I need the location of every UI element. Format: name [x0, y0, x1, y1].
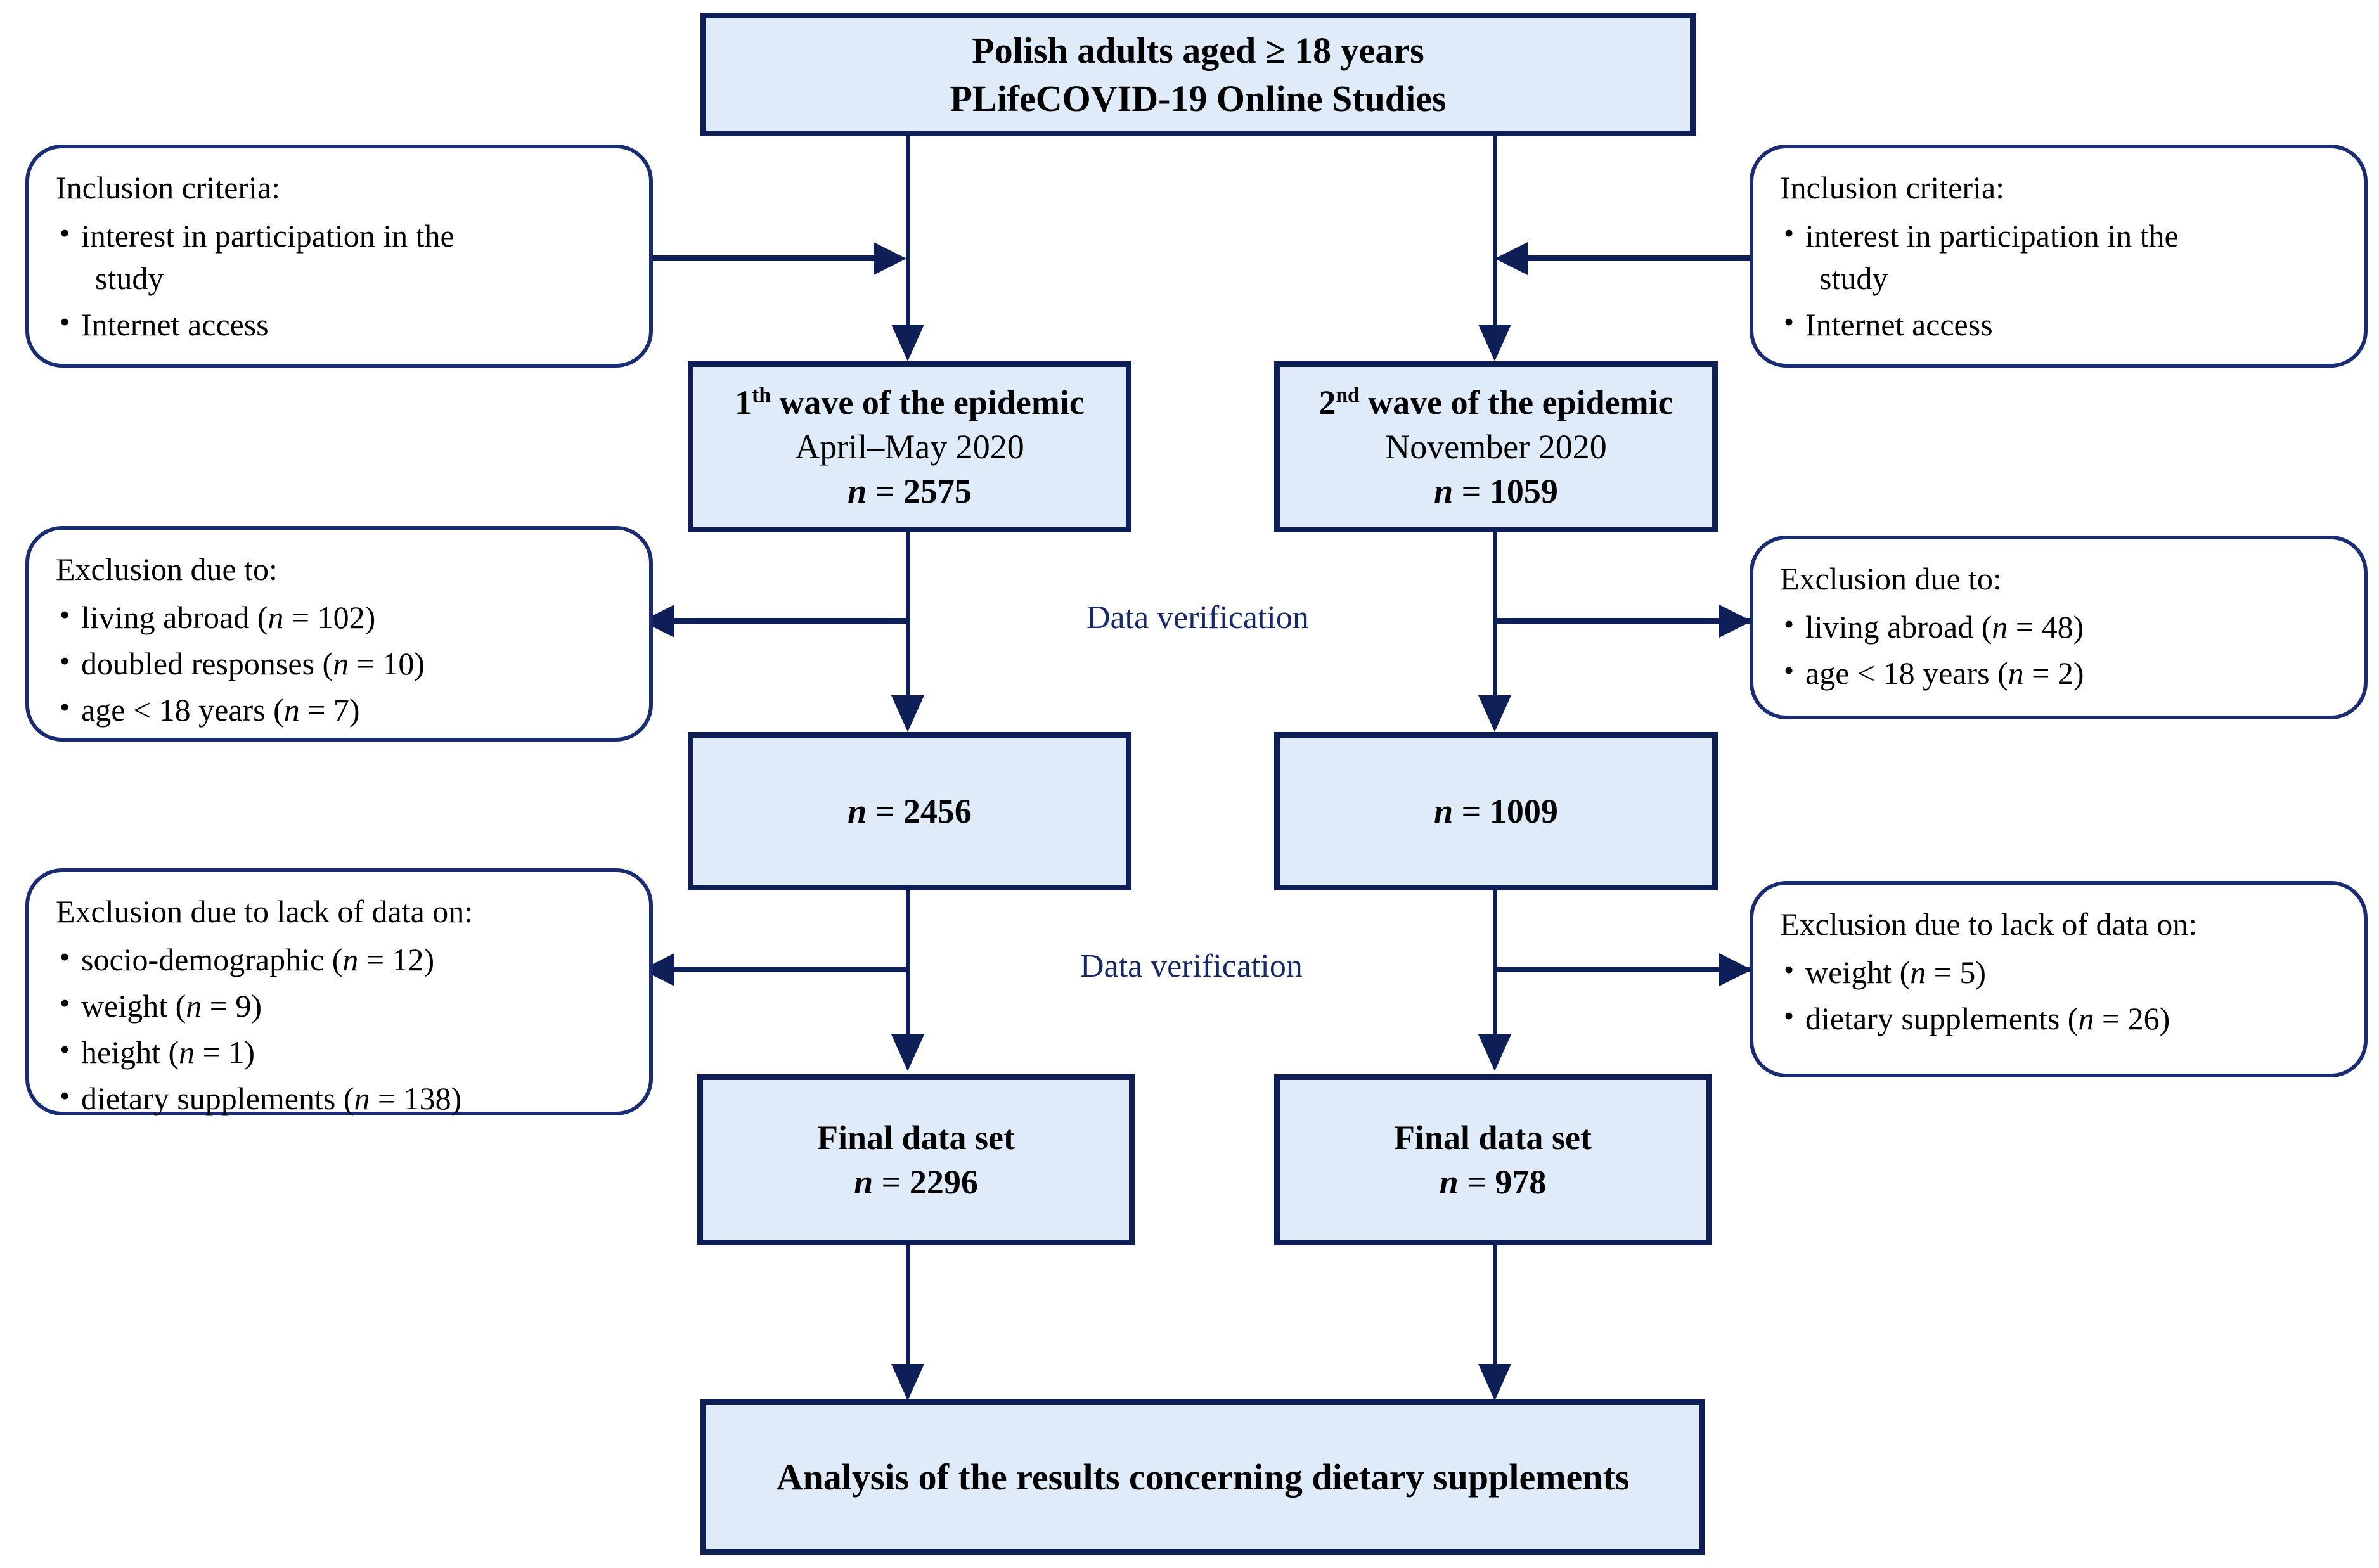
- arrow-midleft-to-finalleft: [891, 1034, 924, 1071]
- connector-midright-to-finalright: [1493, 890, 1497, 1036]
- list-item: living abroad (n = 102): [56, 595, 628, 639]
- arrow-finalright-to-bottom: [1478, 1364, 1511, 1401]
- arrow-top-to-wave1: [891, 325, 924, 361]
- connector-inclusion-right: [1528, 255, 1751, 261]
- top-box-line1: Polish adults aged ≥ 18 years: [972, 30, 1424, 72]
- exclusion-left-2-box: Exclusion due to lack of data on: socio-…: [25, 868, 653, 1116]
- exclusion-left-1-title: Exclusion due to:: [56, 551, 278, 587]
- list-item: weight (n = 5): [1780, 950, 2342, 994]
- final-left-count: n = 2296: [854, 1163, 978, 1201]
- final-left-box: Final data set n = 2296: [697, 1074, 1135, 1245]
- list-item: age < 18 years (n = 7): [56, 688, 628, 731]
- arrow-top-to-wave2: [1478, 325, 1511, 361]
- arrow-verification1-right: [1719, 605, 1752, 638]
- wave1-heading: 1th wave of the epidemic: [735, 383, 1085, 421]
- exclusion-left-2-title: Exclusion due to lack of data on:: [56, 894, 474, 929]
- connector-wave2-to-midright: [1493, 532, 1497, 697]
- list-item: doubled responses (n = 10): [56, 641, 628, 685]
- final-right-count: n = 978: [1439, 1163, 1547, 1201]
- exclusion-right-1-list: living abroad (n = 48) age < 18 years (n…: [1780, 605, 2342, 695]
- exclusion-right-2-list: weight (n = 5) dietary supplements (n = …: [1780, 950, 2342, 1040]
- verification-label-1: Data verification: [1078, 599, 1318, 636]
- wave1-period: April–May 2020: [795, 427, 1024, 466]
- connector-verification2-right: [1493, 967, 1751, 972]
- connector-verification2-left: [672, 967, 908, 972]
- connector-midleft-to-finalleft: [906, 890, 910, 1036]
- connector-verification1-right: [1493, 618, 1751, 624]
- inclusion-left-title: Inclusion criteria:: [56, 170, 281, 205]
- mid-right-box: n = 1009: [1274, 732, 1718, 890]
- list-item: Internet access: [56, 302, 628, 346]
- exclusion-left-2-list: socio-demographic (n = 12) weight (n = 9…: [56, 937, 628, 1120]
- connector-top-to-wave1: [906, 136, 910, 326]
- list-item: socio-demographic (n = 12): [56, 937, 628, 981]
- mid-right-count: n = 1009: [1434, 792, 1558, 830]
- list-item: dietary supplements (n = 26): [1780, 996, 2342, 1040]
- connector-wave1-to-midleft: [906, 532, 910, 697]
- connector-inclusion-left: [653, 255, 875, 261]
- list-item: age < 18 years (n = 2): [1780, 651, 2342, 695]
- arrow-midright-to-finalright: [1478, 1034, 1511, 1071]
- connector-finalleft-to-bottom: [906, 1245, 910, 1366]
- arrow-verification2-right: [1719, 953, 1752, 986]
- connector-verification1-left: [672, 618, 908, 624]
- arrow-wave2-to-midright: [1478, 695, 1511, 732]
- wave2-period: November 2020: [1385, 427, 1607, 466]
- connector-top-to-wave2: [1493, 136, 1497, 326]
- top-box-line2: PLifeCOVID-19 Online Studies: [950, 77, 1447, 119]
- exclusion-left-1-list: living abroad (n = 102) doubled response…: [56, 595, 628, 731]
- exclusion-right-1-box: Exclusion due to: living abroad (n = 48)…: [1750, 536, 2368, 719]
- exclusion-right-2-box: Exclusion due to lack of data on: weight…: [1750, 881, 2368, 1077]
- wave1-box: 1th wave of the epidemic April–May 2020 …: [688, 361, 1131, 532]
- list-item: height (n = 1): [56, 1030, 628, 1074]
- bottom-analysis-box: Analysis of the results concerning dieta…: [700, 1399, 1705, 1555]
- wave1-count: n = 2575: [848, 472, 972, 511]
- arrow-wave1-to-midleft: [891, 695, 924, 732]
- wave2-box: 2nd wave of the epidemic November 2020 n…: [1274, 361, 1718, 532]
- connector-finalright-to-bottom: [1493, 1245, 1497, 1366]
- mid-left-box: n = 2456: [688, 732, 1131, 890]
- inclusion-criteria-left-box: Inclusion criteria: interest in particip…: [25, 145, 653, 368]
- final-right-box: Final data set n = 978: [1274, 1074, 1712, 1245]
- mid-left-count: n = 2456: [848, 792, 972, 830]
- bottom-box-text: Analysis of the results concerning dieta…: [776, 1456, 1630, 1498]
- inclusion-criteria-right-box: Inclusion criteria: interest in particip…: [1750, 145, 2368, 368]
- wave2-count: n = 1059: [1434, 472, 1558, 511]
- list-item: weight (n = 9): [56, 984, 628, 1027]
- wave2-heading: 2nd wave of the epidemic: [1318, 383, 1673, 421]
- exclusion-left-1-box: Exclusion due to: living abroad (n = 102…: [25, 526, 653, 742]
- final-left-heading: Final data set: [816, 1118, 1015, 1157]
- exclusion-right-2-title: Exclusion due to lack of data on:: [1780, 906, 2198, 942]
- list-item: Internet access: [1780, 302, 2342, 346]
- list-item: dietary supplements (n = 138): [56, 1076, 628, 1120]
- verification-label-2: Data verification: [1071, 948, 1312, 985]
- top-population-box: Polish adults aged ≥ 18 years PLifeCOVID…: [700, 13, 1696, 136]
- arrow-finalleft-to-bottom: [891, 1364, 924, 1401]
- arrow-inclusion-left: [874, 242, 906, 275]
- list-item: living abroad (n = 48): [1780, 605, 2342, 648]
- inclusion-right-title: Inclusion criteria:: [1780, 170, 2005, 205]
- final-right-heading: Final data set: [1393, 1118, 1592, 1157]
- arrow-inclusion-right: [1495, 242, 1528, 275]
- exclusion-right-1-title: Exclusion due to:: [1780, 561, 2002, 596]
